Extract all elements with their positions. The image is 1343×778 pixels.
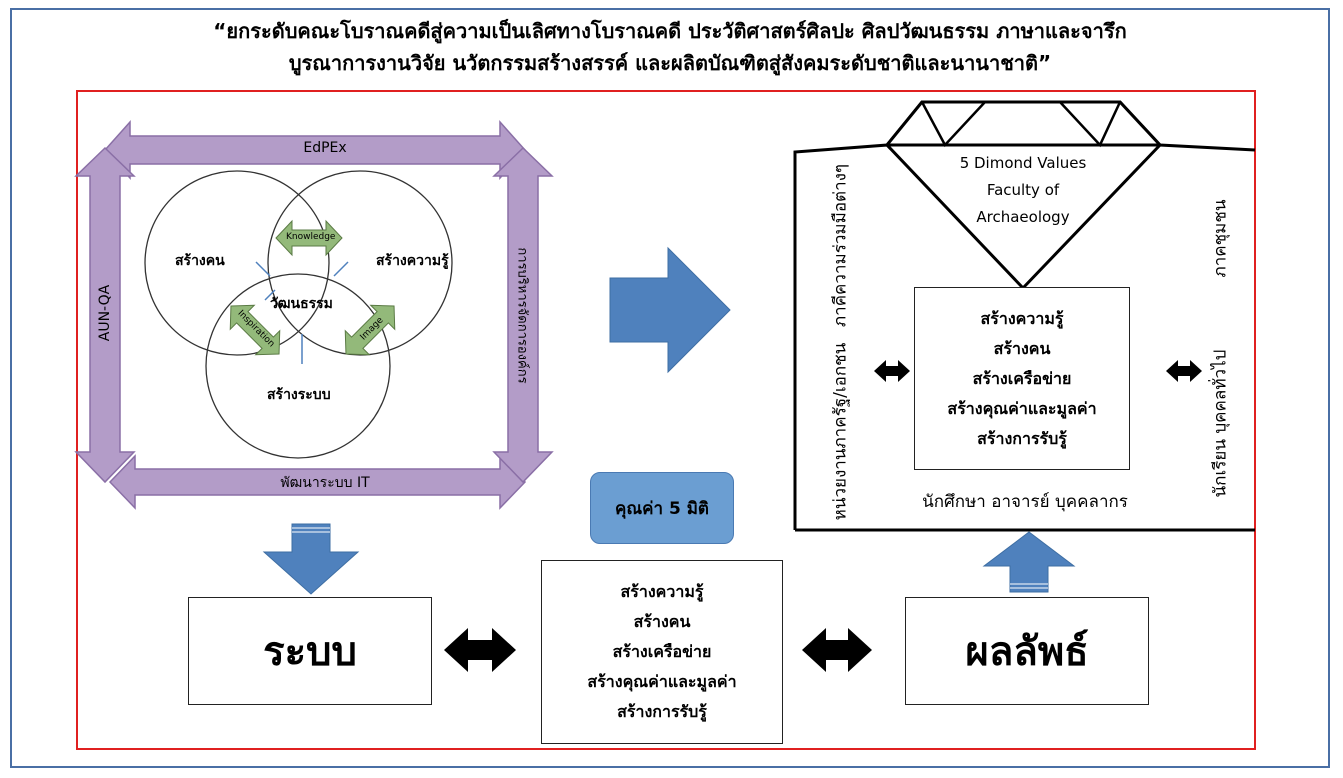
venn-label-culture: วัฒนธรรม: [270, 296, 333, 312]
venn-label-system: สร้างระบบ: [267, 387, 331, 403]
diagram-frame: [76, 90, 1256, 750]
house-right-inner-text: นักเรียน บุคคลทั่วไป: [1210, 349, 1231, 498]
double-arrow-house-left: [874, 360, 910, 382]
header-line-2: บูรณาการงานวิจัย นวัตกรรมสร้างสรรค์ และผ…: [288, 51, 1052, 75]
house-right-outer-text: ภาคชุมชน: [1210, 199, 1231, 278]
management-label: การบริหารจัดการองค์กร: [514, 247, 530, 384]
image-arrow: [344, 304, 396, 356]
center-value-item: สร้างการรับรู้: [617, 702, 707, 721]
header-line-1: “ยกระดับคณะโบราณคดีสู่ความเป็นเลิศทางโบร…: [213, 19, 1127, 43]
venn-circle-right: [267, 170, 453, 356]
management-arrow: [492, 146, 554, 484]
center-value-item: สร้างความรู้: [620, 582, 704, 601]
system-box: ระบบ: [188, 597, 432, 705]
center-value-item: สร้างคุณค่าและมูลค่า: [587, 672, 737, 691]
double-arrow-house-right: [1166, 360, 1202, 382]
center-value-item: สร้างคน: [633, 612, 691, 631]
five-values-badge: คุณค่า 5 มิติ: [590, 472, 734, 544]
house-value-item: สร้างความรู้: [980, 308, 1064, 328]
house-value-item: สร้างคุณค่าและมูลค่า: [947, 398, 1097, 418]
aun-qa-arrow: [74, 146, 136, 484]
diamond-line-1: 5 Dimond Values: [959, 154, 1087, 172]
house-value-item: สร้างเครือข่าย: [972, 368, 1072, 388]
house-values-box: สร้างความรู้ สร้างคน สร้างเครือข่าย สร้า…: [914, 287, 1130, 470]
diamond-line-3: Archaeology: [976, 208, 1070, 226]
diamond-line-2: Faculty of: [986, 181, 1060, 199]
venn-label-knowledge: สร้างความรู้: [376, 253, 449, 269]
center-values-box: สร้างความรู้ สร้างคน สร้างเครือข่าย สร้า…: [541, 560, 783, 744]
diamond-text: 5 Dimond Values Faculty of Archaeology: [920, 150, 1126, 231]
venn-circle-bottom: [205, 273, 391, 459]
it-label: พัฒนาระบบ IT: [280, 475, 370, 491]
venn-label-people: สร้างคน: [175, 253, 225, 269]
outer-frame: [10, 8, 1330, 768]
house-bottom-label: นักศึกษา อาจารย์ บุคคลากร: [922, 492, 1128, 512]
it-arrow: [108, 454, 527, 510]
double-arrow-left: [444, 628, 516, 672]
knowledge-arrow: [275, 219, 343, 257]
diamond-shape: [885, 100, 1163, 291]
big-right-arrow: [609, 246, 731, 374]
inspiration-arrow: [229, 304, 281, 356]
knowledge-arrow-label: Knowledge: [286, 232, 336, 242]
house-value-item: สร้างการรับรู้: [977, 428, 1067, 448]
house-left-inner-text: หน่วยงานภาครัฐ/เอกชน: [830, 342, 851, 521]
house-left-outer-text: ภาคีความร่วมมือต่างๆ: [830, 163, 851, 328]
double-arrow-right: [802, 628, 872, 672]
down-arrow-system: [262, 523, 360, 595]
center-value-item: สร้างเครือข่าย: [612, 642, 712, 661]
result-box: ผลลัพธ์: [905, 597, 1149, 705]
up-arrow-result: [982, 531, 1076, 593]
aun-qa-label: AUN-QA: [97, 284, 113, 342]
venn-circle-left: [144, 170, 330, 356]
house-value-item: สร้างคน: [993, 338, 1051, 358]
edpex-label: EdPEx: [303, 140, 347, 156]
